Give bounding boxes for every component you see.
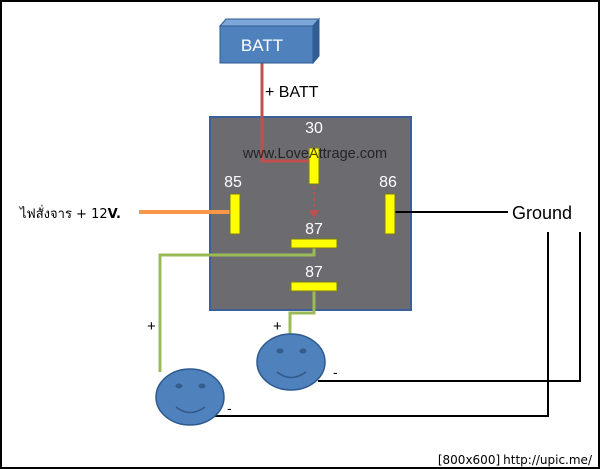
battery-feed-label: + BATT — [265, 84, 319, 101]
watermark: www.LoveAttrage.com — [242, 146, 387, 162]
load-1 — [155, 368, 225, 426]
pin-87-lower — [290, 281, 338, 292]
battery-label: BATT — [241, 36, 283, 55]
load-1-minus-label: - — [227, 400, 232, 416]
load-1-eye-right — [198, 383, 206, 389]
caption-url: http://upic.me/ — [503, 453, 592, 467]
load-2-eye-left — [276, 348, 284, 354]
caption-size: [800x600] — [437, 453, 501, 467]
load-2-body — [256, 333, 326, 391]
load-1-eye-left — [175, 383, 183, 389]
pin-87-upper-label: 87 — [305, 221, 323, 238]
pin-86-label: 86 — [379, 174, 397, 191]
control-signal-suffix: V. — [108, 207, 121, 222]
pin-87-upper — [290, 238, 338, 249]
load-1-body — [155, 368, 225, 426]
load-1-mouth — [175, 406, 206, 414]
ground-wire-load-2 — [318, 232, 581, 382]
pin-30-label: 30 — [305, 120, 323, 137]
pin-86 — [384, 193, 396, 235]
battery-box — [219, 25, 314, 64]
load-1-plus-label: + — [147, 318, 156, 335]
battery-side — [312, 17, 320, 65]
load-2 — [256, 333, 326, 391]
ground-label: Ground — [512, 203, 572, 223]
pin-87-lower-label: 87 — [305, 264, 323, 281]
battery-top — [218, 18, 321, 27]
pin-85 — [229, 193, 241, 235]
load-2-minus-label: - — [333, 364, 338, 380]
pin-85-label: 85 — [224, 174, 242, 191]
load-wire-2 — [288, 285, 316, 336]
load-2-eye-right — [299, 348, 307, 354]
image-host-caption: [800x600]http://upic.me/ — [438, 453, 592, 467]
load-2-mouth — [276, 371, 307, 379]
switch-arrow-head — [309, 210, 319, 218]
control-signal-text: ไฟสั่งจาร + 12 — [19, 205, 108, 222]
load-2-plus-label: + — [273, 318, 282, 335]
control-signal-label: ไฟสั่งจาร + 12V. — [19, 205, 121, 222]
ground-wire-load-1 — [214, 232, 549, 417]
pin-30 — [308, 147, 320, 185]
